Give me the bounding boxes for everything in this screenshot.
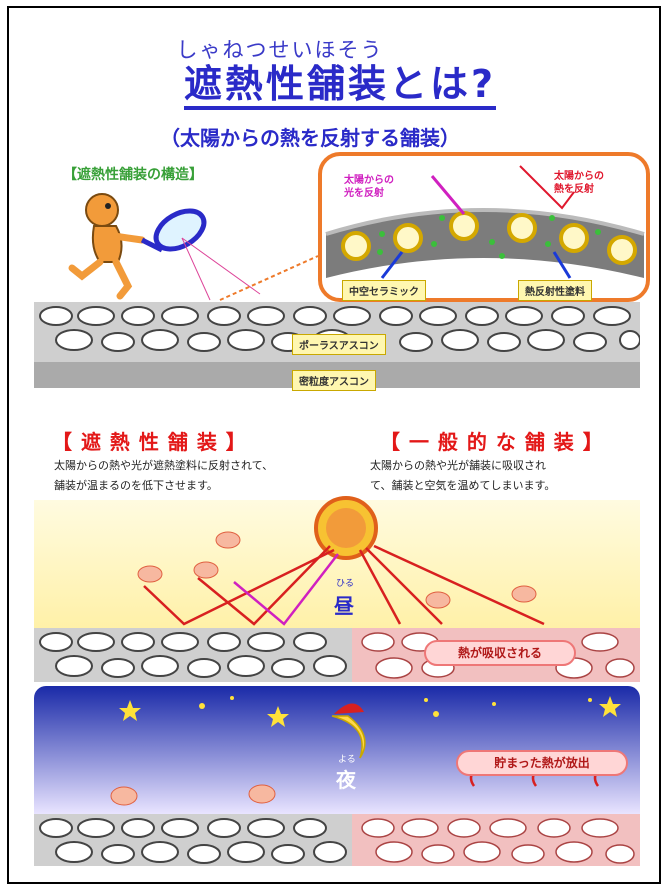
- night-pavement: [34, 814, 640, 866]
- light-arrow: [430, 175, 466, 215]
- night-reading: よる: [338, 755, 356, 765]
- day-label: 昼: [334, 594, 354, 618]
- page-subtitle: （太陽からの熱を反射する舗装）: [160, 126, 460, 150]
- title-reading: しゃねつせいほそう: [176, 38, 384, 62]
- light-reflect-label: 太陽からの 光を反射: [344, 175, 394, 199]
- character-illustration: [68, 193, 319, 301]
- structure-label: 【遮熱性舗装の構造】: [63, 167, 203, 183]
- ceramic-label: 中空セラミック: [342, 280, 426, 301]
- paint-label: 熱反射性塗料: [518, 280, 592, 301]
- thermal-pavement-heading: 【 遮 熱 性 舗 装 】: [52, 430, 247, 454]
- structure-inset: 太陽からの 光を反射 太陽からの 熱を反射 中空セラミック 熱反射性塗料: [318, 152, 650, 302]
- page-title: 遮熱性舗装とは?: [184, 62, 497, 110]
- paint-particles: [377, 215, 601, 259]
- light-ray: [233, 553, 339, 626]
- normal-pavement-heading: 【 一 般 的 な 舗 装 】: [380, 430, 604, 454]
- night-label: 夜: [336, 768, 356, 792]
- daytime-diagram: [137, 496, 545, 626]
- ceramic-balls: [341, 211, 637, 265]
- thermal-pavement-description: 太陽からの熱や光が遮熱塗料に反射されて、 舗装が温まるのを低下させます。: [54, 459, 274, 492]
- stars: [119, 696, 621, 727]
- inset-diagram: [325, 165, 645, 279]
- character-icon: [68, 193, 146, 300]
- zoom-pointer: [219, 255, 319, 301]
- dense-label: 密粒度アスコン: [292, 370, 376, 391]
- day-pavement: [34, 628, 640, 682]
- sun-rays: [143, 544, 545, 626]
- porous-label: ポーラスアスコン: [292, 334, 386, 355]
- porous-layer: [34, 302, 640, 362]
- normal-pavement-description: 太陽からの熱や光が舗装に吸収され て、舗装と空気を温めてしまいます。: [370, 459, 556, 492]
- magnifier-icon: [140, 208, 207, 253]
- day-reading: ひる: [336, 579, 355, 589]
- sun-icon: [314, 496, 378, 560]
- moon-icon: [331, 703, 366, 759]
- heat-absorbed-label: 熱が吸収される: [424, 640, 576, 666]
- heat-released-label: 貯まった熱が放出: [456, 750, 628, 776]
- heat-arrow: [519, 165, 575, 210]
- heat-reflect-label: 太陽からの 熱を反射: [554, 171, 604, 195]
